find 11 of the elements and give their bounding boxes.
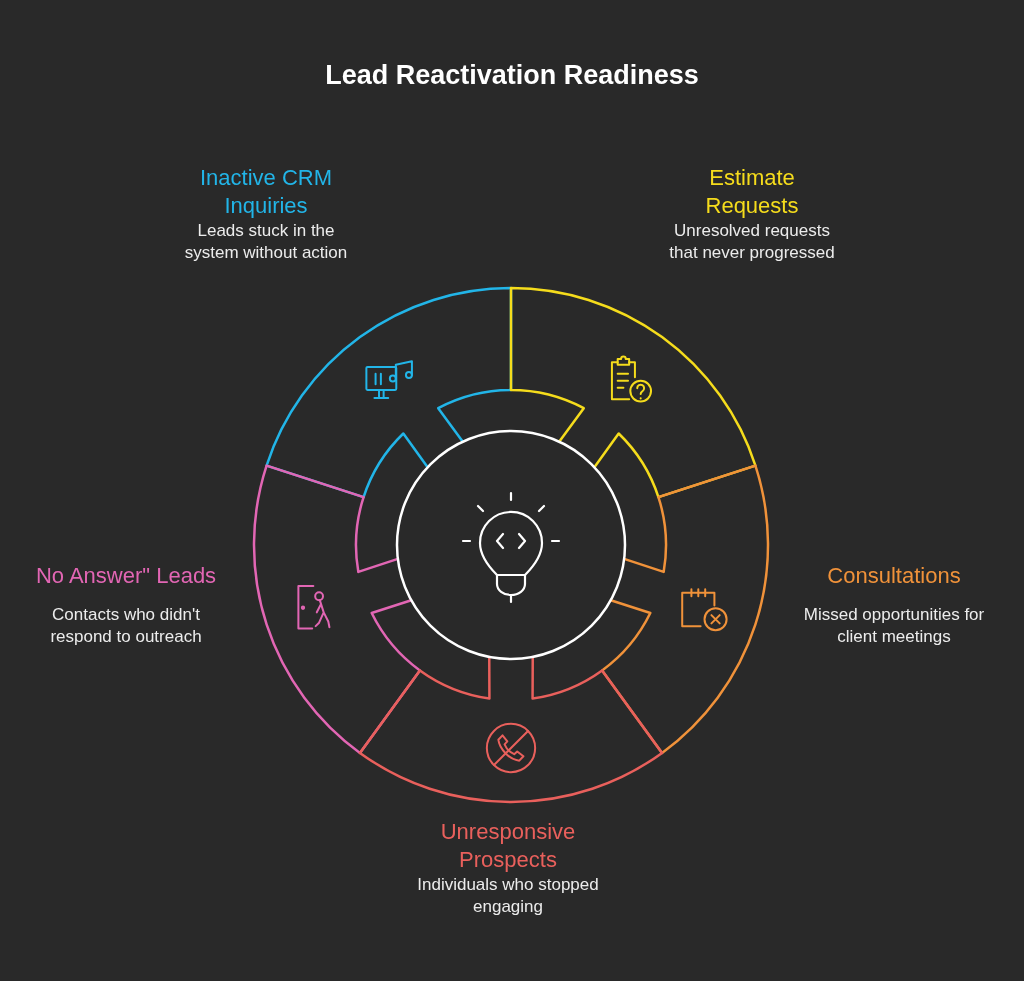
- segment-title: Inactive CRM Inquiries: [198, 164, 333, 220]
- segment-description: Contacts who didn't respond to outreach: [49, 604, 203, 648]
- segment-title: Consultations: [827, 562, 961, 590]
- segment-description: Individuals who stopped engaging: [416, 874, 600, 918]
- segment-title: Unresponsive Prospects: [439, 818, 577, 874]
- segment-description: Unresolved requests that never progressed: [668, 220, 836, 264]
- diagram-title: Lead Reactivation Readiness: [325, 59, 699, 92]
- segment-title: No Answer" Leads: [35, 562, 217, 590]
- segment-description: Leads stuck in the system without action: [183, 220, 349, 264]
- segment-title: Estimate Requests: [704, 164, 800, 220]
- segment-description: Missed opportunities for client meetings: [802, 604, 986, 648]
